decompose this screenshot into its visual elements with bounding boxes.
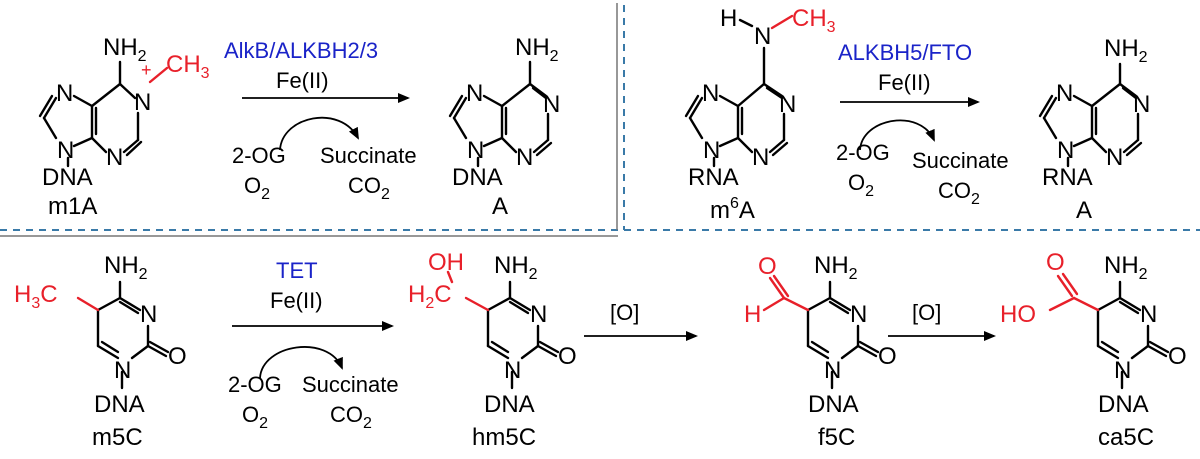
cosub-o2-1: O2 [244,173,270,203]
oxidation-2-label: [O] [912,300,941,325]
reaction-1: AlkB/ALKBH2/3 Fe(II) 2-OG O2 Succinate C… [224,38,417,203]
f5c-dna: DNA [808,391,859,418]
f5c-name: f5C [818,424,855,451]
ca5c-dna: DNA [1098,391,1149,418]
a2-n3: N [1106,144,1123,171]
ca5c-o-ring: O [1168,343,1187,370]
m5c-nh2: NH2 [104,252,148,283]
a2-n1: N [1133,91,1150,118]
m1a-n9: N [57,137,74,164]
ca5c-n3: N [1140,301,1157,328]
cosub-og-3: 2-OG [228,372,282,397]
m1a-nh2: NH2 [103,34,147,65]
cosub-og-2: 2-OG [836,140,890,165]
a2-rna: RNA [1042,164,1093,191]
cosub-co2-1: CO2 [348,173,390,203]
cosub-co2-3: CO2 [330,402,372,432]
cosub-co2-2: CO2 [938,178,980,208]
enzyme-tet: TET [276,258,318,283]
a2-name: A [1076,197,1092,224]
f5c-h: H [744,301,761,328]
m5c-dna: DNA [94,391,145,418]
cosub-o2-3: O2 [242,402,268,432]
m5c-n3: N [140,301,157,328]
m6a-n1: N [779,91,796,118]
cosub-succinate-1: Succinate [320,143,417,168]
m6a-n9: N [703,137,720,164]
ca5c-ho: HO [1000,301,1036,328]
hm5c-n1: N [504,357,521,384]
a1-n3: N [516,144,533,171]
a1-nh2: NH2 [515,34,559,65]
f5c-n3: N [850,301,867,328]
f5c-nh2: NH2 [814,252,858,283]
m1a-methyl: CH3 [166,51,210,82]
cosub-succinate-3: Succinate [302,372,399,397]
hm5c-oh: OH [428,249,464,276]
enzyme-alkb: AlkB/ALKBH2/3 [224,38,378,63]
f5c-structure: O H NH2 N N O DNA f5C [744,252,897,451]
m5c-o: O [168,343,187,370]
m5c-n1: N [114,357,131,384]
panel-separators [0,3,1200,237]
hm5c-name: hm5C [472,424,536,451]
cofactor-3: Fe(II) [270,288,323,313]
f5c-n1: N [824,357,841,384]
m5c-structure: NH2 H3C N N O DNA m5C [14,252,187,451]
m6a-methyl: CH3 [792,5,836,36]
hm5c-structure: OH H2C NH2 N N O DNA hm5C [408,249,577,451]
m1a-n1: N [134,89,151,116]
m6a-n3: N [752,144,769,171]
hm5c-nh2: NH2 [494,252,538,283]
a2-n7: N [1056,80,1073,107]
a1-n9: N [467,137,484,164]
cofactor-2: Fe(II) [878,70,931,95]
oxidation-1: [O] [584,300,698,341]
a2-n9: N [1057,137,1074,164]
m6a-h: H [720,5,737,32]
m1a-n7: N [56,80,73,107]
ca5c-structure: O HO NH2 N N O DNA ca5C [1000,249,1187,451]
a1-name: A [492,193,508,220]
f5c-o: O [758,253,777,280]
m1a-labels: NH2 + N CH3 N N N DNA m1A [42,34,210,220]
hm5c-dna: DNA [484,391,535,418]
cosub-o2-2: O2 [848,170,874,200]
enzyme-alkbh5: ALKBH5/FTO [838,40,972,65]
m1a-name: m1A [48,193,97,220]
m1a-dna: DNA [42,164,93,191]
oxidation-2: [O] [888,300,996,341]
a1-dna: DNA [452,164,503,191]
m6a-n7: N [702,80,719,107]
reaction-3: TET Fe(II) 2-OG O2 Succinate CO2 [228,258,399,432]
a1-n7: N [466,80,483,107]
a-product-1: NH2 N N N N DNA A [448,34,560,220]
hm5c-o: O [558,343,577,370]
m1a-charge: + [141,60,152,80]
m5c-methyl: H3C [14,281,58,312]
a2-nh2: NH2 [1104,35,1148,66]
hm5c-ch2: H2C [408,281,452,312]
ca5c-name: ca5C [1098,424,1154,451]
m6a-structure: H N CH3 N N N N RNA m6A [684,5,836,224]
a-product-2: NH2 N N N N RNA A [1038,35,1150,224]
reaction-2: ALKBH5/FTO Fe(II) 2-OG O2 Succinate CO2 [836,40,1009,208]
cofactor-1: Fe(II) [276,68,329,93]
f5c-o-ring: O [878,343,897,370]
ca5c-o: O [1046,249,1065,276]
cosub-succinate-2: Succinate [912,148,1009,173]
m5c-name: m5C [92,424,143,451]
hm5c-n3: N [530,301,547,328]
m6a-n6: N [754,23,771,50]
oxidation-1-label: [O] [610,300,639,325]
m6a-rna: RNA [688,164,739,191]
m1a-n3: N [106,144,123,171]
cosub-og-1: 2-OG [232,143,286,168]
ca5c-nh2: NH2 [1104,252,1148,283]
m6a-name: m6A [710,195,755,224]
a1-n1: N [543,91,560,118]
ca5c-n1: N [1114,357,1131,384]
m1a-structure [38,60,169,168]
